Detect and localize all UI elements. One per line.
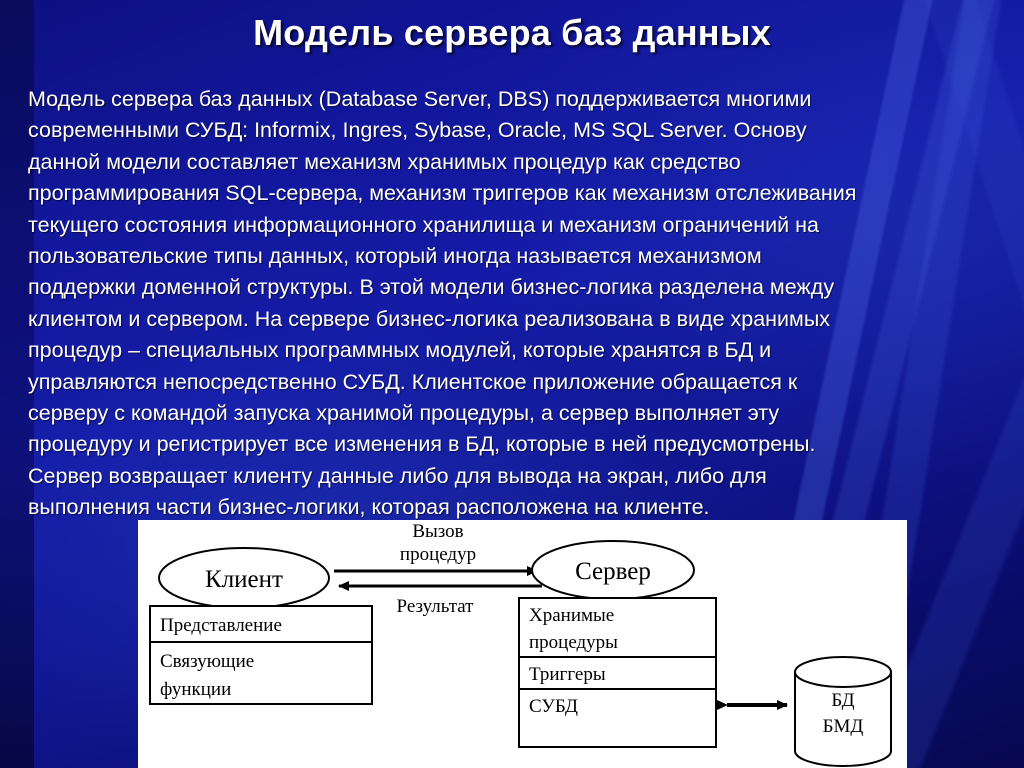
server-row-box-stored-procedures [518, 597, 717, 658]
body-line: данной модели составляет механизм храним… [28, 149, 741, 174]
page-title: Модель сервера баз данных [253, 12, 771, 53]
body-line: процедур – специальных программных модул… [28, 338, 772, 363]
architecture-diagram: Клиент Представление Связующие функции В… [149, 521, 892, 767]
body-line: поддержки доменной структуры. В этой мод… [28, 275, 835, 300]
server-row-box-triggers [518, 656, 717, 690]
database-label-line2: БМД [823, 716, 864, 737]
database-label-line1: БД [831, 690, 854, 711]
server-row-label-dbms: СУБД [529, 696, 578, 717]
client-row-label-representation: Представление [160, 615, 282, 636]
server-row-label-stored-1: Хранимые [529, 605, 614, 626]
server-row-box-dbms [518, 688, 717, 748]
body-line: текущего состояния информационного храни… [28, 212, 819, 237]
arrow-label-result: Результат [397, 596, 475, 617]
body-paragraph: Модель сервера баз данных (Database Serv… [28, 84, 988, 524]
server-row-label-stored-2: процедуры [529, 632, 618, 653]
body-line: современными СУБД: Informix, Ingres, Syb… [28, 118, 807, 143]
client-row-label-binding-2: функции [160, 679, 231, 700]
client-node-label: Клиент [205, 566, 283, 593]
body-line: управляются непосредственно СУБД. Клиент… [28, 369, 798, 394]
body-line: Модель сервера баз данных (Database Serv… [28, 87, 812, 111]
body-line: пользовательские типы данных, который ин… [28, 244, 762, 269]
client-row-box-binding-functions [149, 641, 373, 705]
diagram-panel: Клиент Представление Связующие функции В… [138, 520, 907, 768]
body-line: Сервер возвращает клиенту данные либо дл… [28, 463, 767, 488]
body-line: процедуру и регистрирует все изменения в… [28, 432, 816, 457]
body-line: выполнения части бизнес-логики, которая … [28, 495, 710, 520]
arrow-label-call-line2: процедур [400, 544, 476, 565]
background-left-band [0, 0, 34, 768]
server-node-label: Сервер [575, 558, 651, 585]
server-row-label-triggers: Триггеры [529, 664, 606, 685]
body-line: клиентом и сервером. На сервере бизнес-л… [28, 306, 831, 331]
client-row-label-binding-1: Связующие [160, 651, 254, 672]
body-line: программирования SQL-сервера, механизм т… [28, 181, 857, 206]
arrow-label-call-line1: Вызов [412, 521, 463, 542]
database-cylinder [794, 656, 892, 767]
body-line: серверу с командой запуска хранимой проц… [28, 401, 780, 426]
